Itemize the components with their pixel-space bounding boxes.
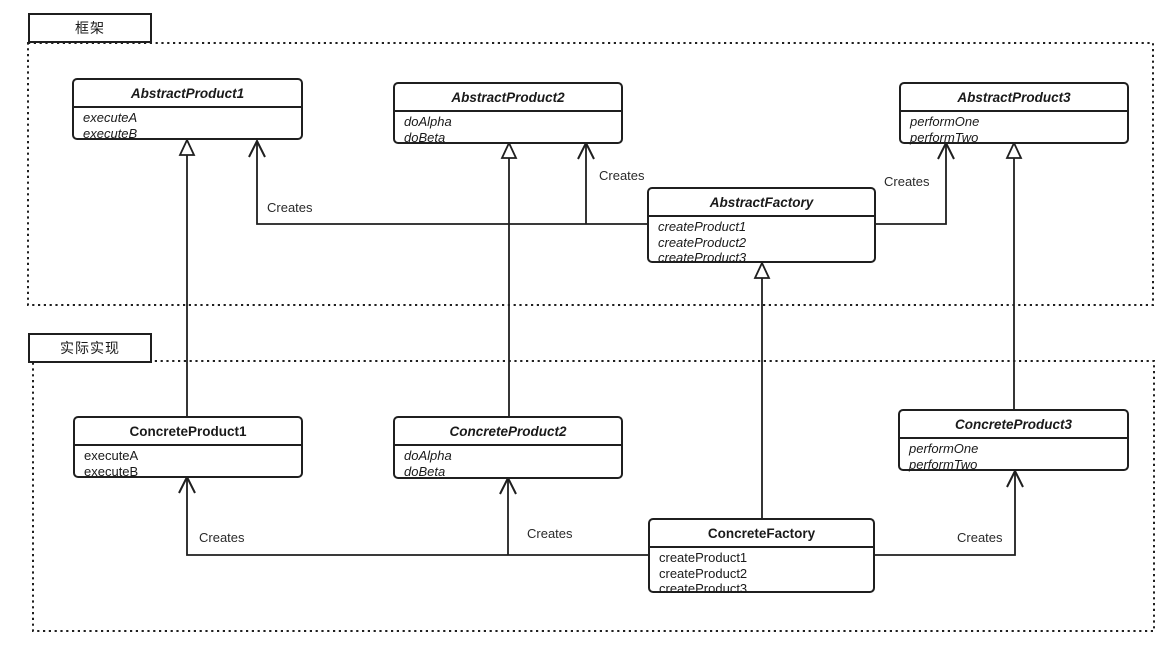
class-title: AbstractFactory [649,189,874,217]
class-title: ConcreteProduct2 [395,418,621,446]
class-member: performOne [910,114,980,129]
class-members: doAlpha doBeta [395,446,621,482]
class-member: performTwo [909,456,978,472]
class-member: createProduct3 [658,250,747,265]
class-member: executeB [84,463,139,479]
class-members: doAlpha doBeta [395,112,621,148]
creates-edge-label: Creates [267,200,313,215]
class-title: AbstractProduct3 [901,84,1127,112]
class-box-concrete-factory: ConcreteFactory createProduct1 createPro… [648,518,875,596]
framework-section-label: 框架 [28,13,152,43]
implementation-section-border [32,360,1155,632]
implementation-section-label-text: 实际实现 [60,340,120,356]
class-box-abstract-product2: AbstractProduct2 doAlpha doBeta [393,82,623,145]
creates-arrow-concretefactory-concreteproduct2 [499,475,517,555]
creates-edge-label: Creates [957,530,1003,545]
class-box-abstract-product1: AbstractProduct1 executeA executeB [72,78,303,141]
creates-arrow-abstractfactory-abstractproduct2 [577,140,595,224]
class-title: ConcreteFactory [650,520,873,548]
class-title: AbstractProduct1 [74,80,301,108]
inheritance-arrow-concreteproduct2-abstractproduct2 [500,140,518,416]
creates-arrow-abstractfactory-abstractproduct1 [248,138,647,225]
class-member: doAlpha [404,114,452,129]
inheritance-arrow-concreteproduct3-abstractproduct3 [1005,140,1023,409]
class-member: createProduct2 [658,234,747,250]
class-members: performOne performTwo [900,439,1127,475]
class-member: createProduct3 [659,581,748,596]
class-members: performOne performTwo [901,112,1127,148]
class-member: doBeta [404,129,446,145]
framework-section-border [27,42,1154,306]
class-member: performOne [909,441,979,456]
class-title: ConcreteProduct1 [75,418,301,446]
class-member: executeA [84,448,139,463]
class-box-concrete-product2: ConcreteProduct2 doAlpha doBeta [393,416,623,479]
class-box-concrete-product3: ConcreteProduct3 performOne performTwo [898,409,1129,472]
class-member: createProduct1 [658,219,747,234]
class-member: executeA [83,110,138,125]
class-member: doBeta [404,463,446,479]
class-member: doAlpha [404,448,452,463]
creates-arrow-concretefactory-concreteproduct3 [875,468,1024,556]
inheritance-arrow-concretefactory-abstractfactory [753,260,771,518]
class-title: ConcreteProduct3 [900,411,1127,439]
creates-edge-label: Creates [884,174,930,189]
class-box-concrete-product1: ConcreteProduct1 executeA executeB [73,416,303,479]
framework-section-label-text: 框架 [75,20,105,36]
creates-edge-label: Creates [527,526,573,541]
class-box-abstract-factory: AbstractFactory createProduct1 createPro… [647,187,876,265]
class-members: createProduct1 createProduct2 createProd… [650,548,873,600]
creates-edge-label: Creates [199,530,245,545]
class-member: createProduct2 [659,565,748,581]
class-member: executeB [83,125,138,141]
class-member: performTwo [910,129,979,145]
class-members: executeA executeB [75,446,301,482]
creates-edge-label: Creates [599,168,645,183]
class-member: createProduct1 [659,550,748,565]
implementation-section-label: 实际实现 [28,333,152,363]
class-members: executeA executeB [74,108,301,144]
class-members: createProduct1 createProduct2 createProd… [649,217,874,269]
class-title: AbstractProduct2 [395,84,621,112]
creates-arrow-concretefactory-concreteproduct1 [178,474,648,556]
inheritance-arrow-concreteproduct1-abstractproduct1 [178,137,196,416]
class-box-abstract-product3: AbstractProduct3 performOne performTwo [899,82,1129,145]
